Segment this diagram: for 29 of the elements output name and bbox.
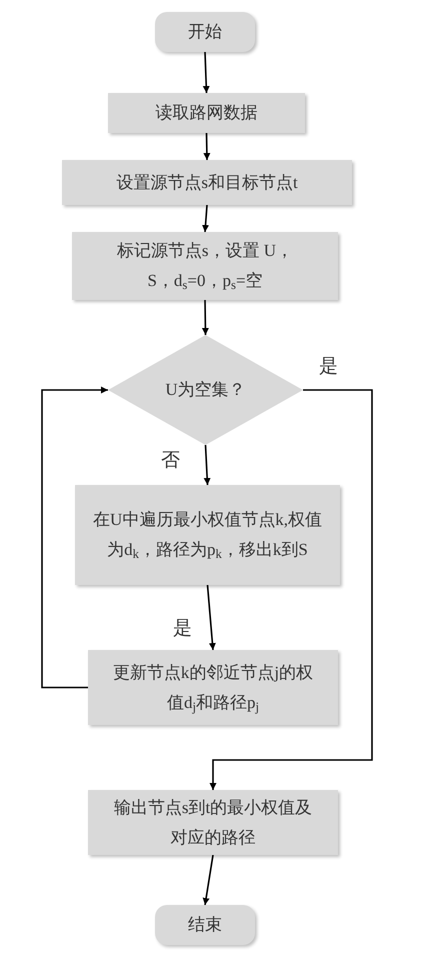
decision-diamond	[108, 335, 303, 445]
process-box	[72, 232, 338, 300]
process-box	[88, 650, 338, 725]
node-text: 在U中遍历最小权值节点k,权值为d$_{k}$，路径为p$_{k}$，移出k到S	[92, 509, 324, 564]
node-text: 读取路网数据	[156, 102, 258, 124]
terminal-box	[155, 905, 255, 945]
arrow	[206, 584, 216, 650]
process-box	[75, 485, 340, 585]
process-box	[62, 160, 352, 205]
node-text: 结束	[188, 914, 222, 936]
terminal-box	[155, 12, 255, 52]
arrow	[210, 389, 373, 790]
process-box	[88, 790, 338, 855]
edge-label: 是	[172, 618, 193, 640]
node-text: 开始	[188, 21, 222, 43]
arrow	[203, 132, 210, 160]
node-text: 设置源节点s和目标节点t	[116, 172, 298, 194]
arrow	[202, 52, 210, 94]
edge-label: 是	[318, 356, 339, 378]
arrow	[202, 300, 209, 336]
node-text: U为空集？	[165, 379, 246, 401]
arrow	[41, 386, 108, 688]
arrow	[204, 444, 211, 486]
arrow	[202, 204, 209, 232]
process-box	[108, 93, 305, 133]
node-text: 输出节点s到t的最小权值及对应的路径	[112, 796, 314, 848]
node-text: 更新节点k的邻近节点j的权值d$_{j}$和路径p$_{j}$	[112, 662, 314, 716]
node-text: 标记源节点s，设置 U，S，d$_{s}$=0，p$_{s}$=空	[116, 240, 294, 294]
arrow	[202, 854, 214, 906]
